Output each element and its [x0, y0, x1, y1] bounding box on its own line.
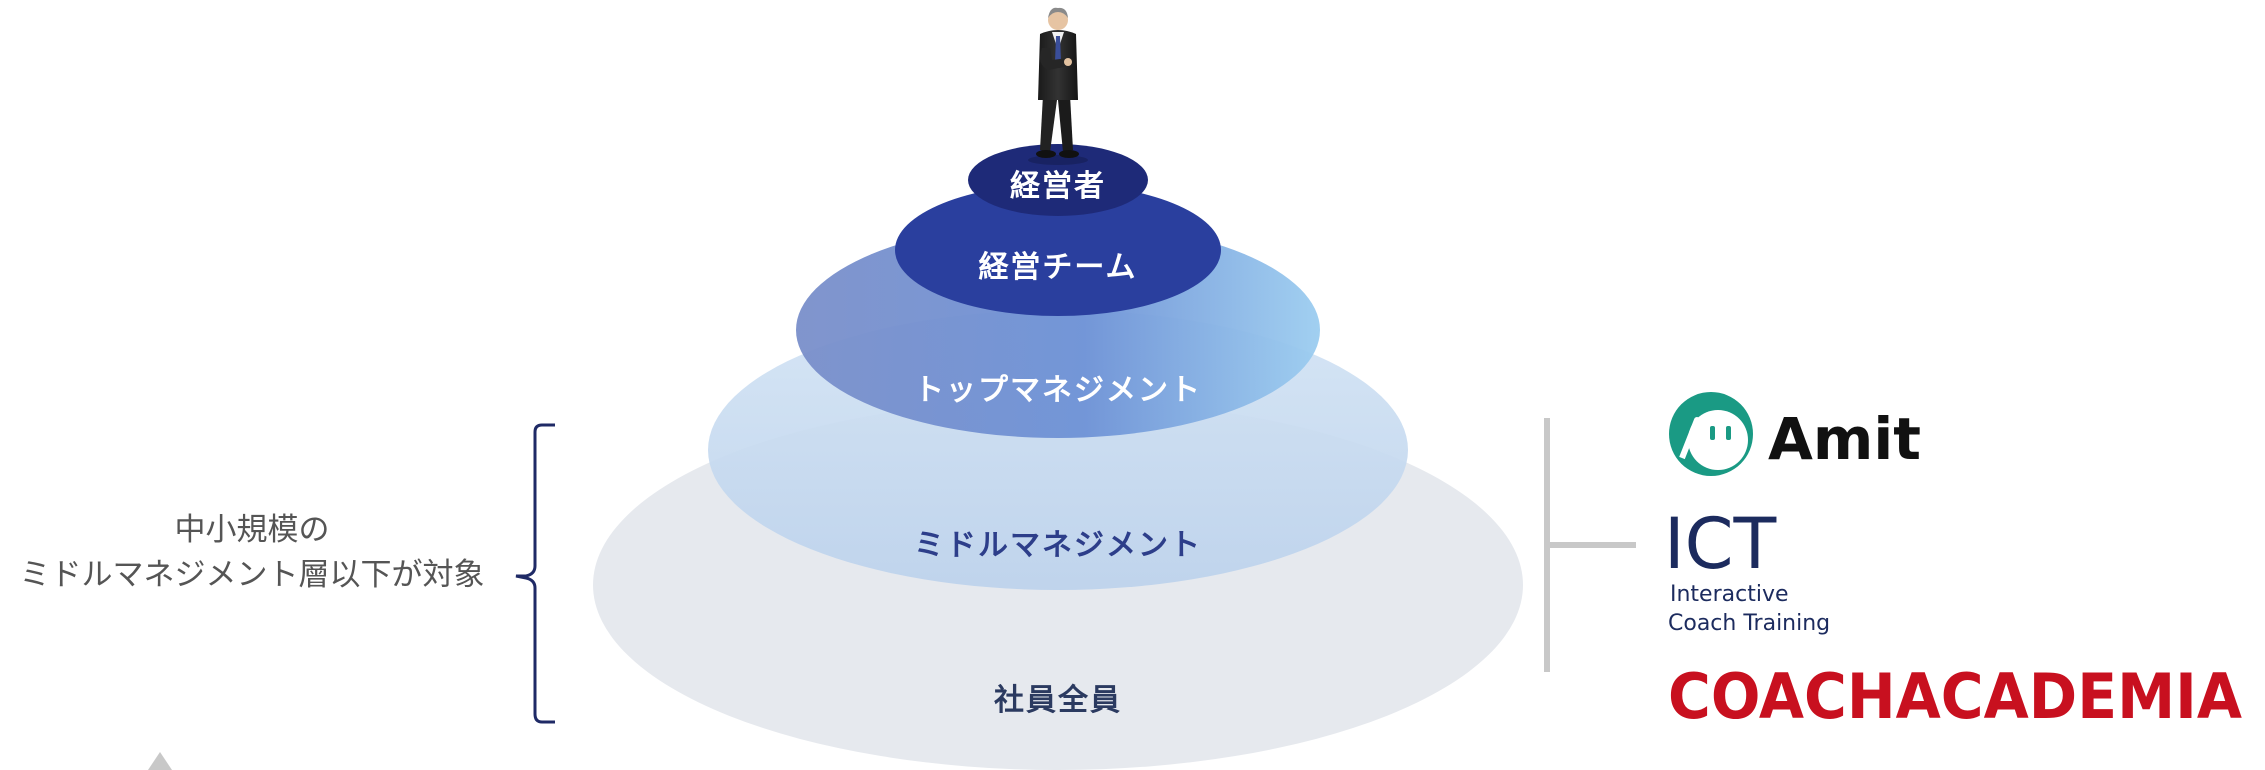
ict-wordmark: ICT: [1664, 503, 1777, 585]
target-line-1: 中小規模の: [175, 512, 330, 548]
tier-label-executive: 経営者: [1010, 169, 1106, 204]
tier-executive: [968, 144, 1148, 216]
businessman-figure-icon: [1028, 7, 1088, 165]
amit-logo: Amit: [1669, 392, 1921, 476]
amit-wordmark: Amit: [1768, 405, 1921, 473]
target-bracket: [515, 423, 555, 724]
tier-label-all-employees: 社員全員: [994, 683, 1122, 718]
tier-management-team: [895, 184, 1221, 316]
tier-label-top-management: トップマネジメント: [914, 373, 1202, 408]
amit-face-icon: [1669, 392, 1753, 476]
target-line-2: ミドルマネジメント層以下が対象: [20, 557, 485, 593]
coach-academia-logo: COACHACADEMIA: [1668, 660, 2242, 733]
ict-subtitle-2: Coach Training: [1668, 611, 1830, 636]
decorative-triangle: [148, 752, 172, 770]
ict-subtitle-1: Interactive: [1670, 582, 1789, 607]
tier-label-management-team: 経営チーム: [978, 250, 1137, 285]
ict-logo: ICT Interactive Coach Training: [1664, 503, 1830, 636]
tier-label-middle-management: ミドルマネジメント: [914, 528, 1202, 563]
